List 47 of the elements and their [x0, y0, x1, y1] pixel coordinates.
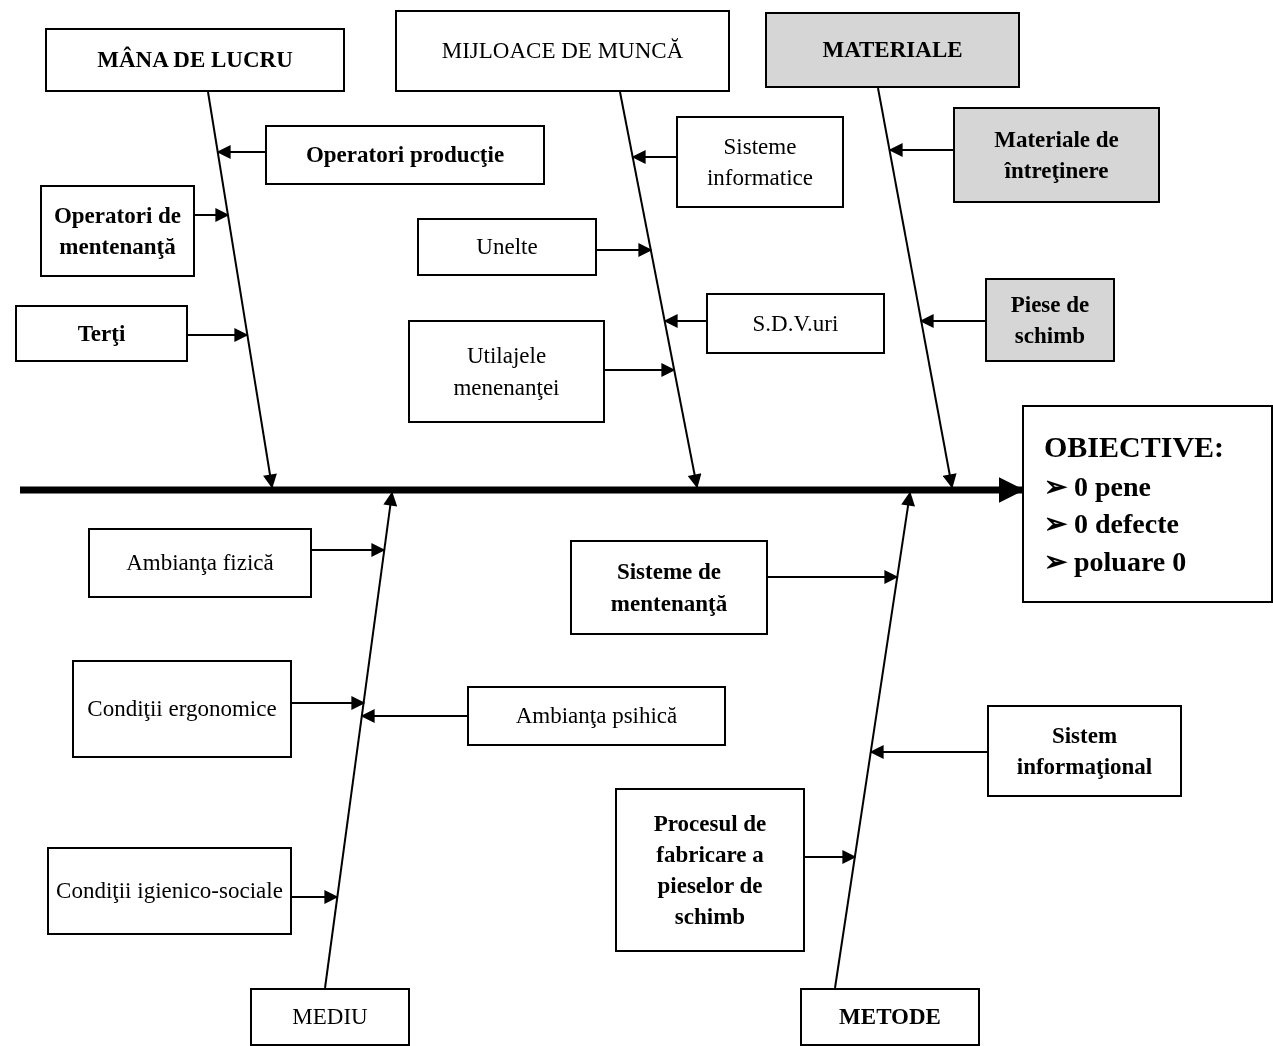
cause-box: Utilajele menenanţei	[408, 320, 605, 423]
arrow	[216, 145, 266, 159]
arrow	[919, 314, 986, 328]
cause-box: MATERIALE	[765, 12, 1020, 88]
cause-box: Sisteme informatice	[676, 116, 844, 208]
cause-box: Ambianţa fizică	[88, 528, 312, 598]
cause-box: Sistem informaţional	[987, 705, 1182, 797]
arrow	[619, 91, 702, 489]
arrow	[631, 150, 677, 164]
cause-box: Operatori de mentenanţă	[40, 185, 195, 277]
arrow	[877, 87, 957, 489]
cause-box: Condiţii igienico-sociale	[47, 847, 292, 935]
cause-box: Sisteme de mentenanţă	[570, 540, 768, 635]
cause-box: Terţi	[15, 305, 188, 362]
cause-box: Operatori producţie	[265, 125, 545, 185]
cause-box: Unelte	[417, 218, 597, 276]
objective-item: ➢ poluare 0	[1044, 545, 1187, 580]
cause-box: MIJLOACE DE MUNCĂ	[395, 10, 730, 92]
objective-item: ➢ 0 defecte	[1044, 507, 1179, 542]
arrow	[596, 243, 653, 257]
arrow	[311, 543, 386, 557]
cause-box: MÂNA DE LUCRU	[45, 28, 345, 92]
arrow	[360, 709, 468, 723]
objectives-box	[1022, 405, 1273, 603]
arrow	[291, 890, 339, 904]
cause-box: Piese de schimb	[985, 278, 1115, 362]
arrow	[767, 570, 899, 584]
arrow	[207, 91, 277, 489]
arrow	[663, 314, 707, 328]
arrow	[888, 143, 954, 157]
arrow	[834, 491, 916, 989]
cause-box: MEDIU	[250, 988, 410, 1046]
arrow	[604, 363, 676, 377]
arrow	[194, 208, 230, 222]
cause-box: Materiale de întreţinere	[953, 107, 1160, 203]
cause-box: Ambianţa psihică	[467, 686, 726, 746]
arrow	[324, 491, 398, 989]
arrow	[804, 850, 857, 864]
cause-box: Condiţii ergonomice	[72, 660, 292, 758]
cause-box: S.D.V.uri	[706, 293, 885, 354]
box-heading: OBIECTIVE:	[1044, 429, 1225, 466]
arrow	[187, 328, 249, 342]
cause-box: METODE	[800, 988, 980, 1046]
arrow	[869, 745, 988, 759]
arrow	[291, 696, 366, 710]
cause-box: Procesul de fabricare a pieselor de schimb	[615, 788, 805, 952]
objective-item: ➢ 0 pene	[1044, 469, 1151, 504]
